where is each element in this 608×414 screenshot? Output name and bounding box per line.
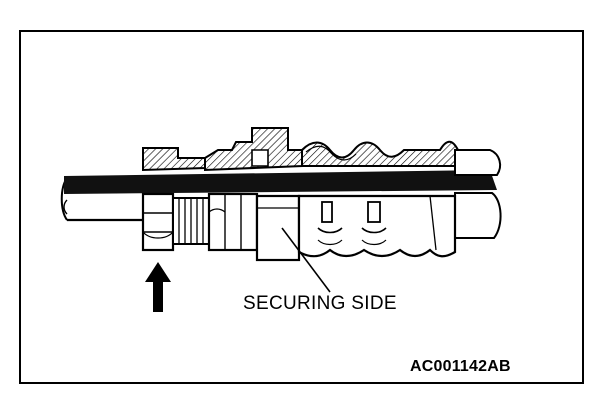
flare-nut (141, 192, 175, 252)
callout-label: SECURING SIDE (243, 293, 397, 314)
hose-sleeve (297, 194, 457, 258)
securing-collar (255, 194, 301, 262)
pipe-wall-section (64, 170, 497, 194)
nut-section (142, 147, 206, 172)
callout-leader (281, 227, 331, 293)
fitting-hex (207, 192, 259, 252)
hose-end (454, 149, 502, 176)
up-arrow-icon (145, 262, 171, 312)
thread (172, 197, 210, 245)
figure-frame (19, 30, 584, 384)
fitting-section (204, 127, 303, 172)
figure-code: AC001142AB (410, 358, 511, 375)
